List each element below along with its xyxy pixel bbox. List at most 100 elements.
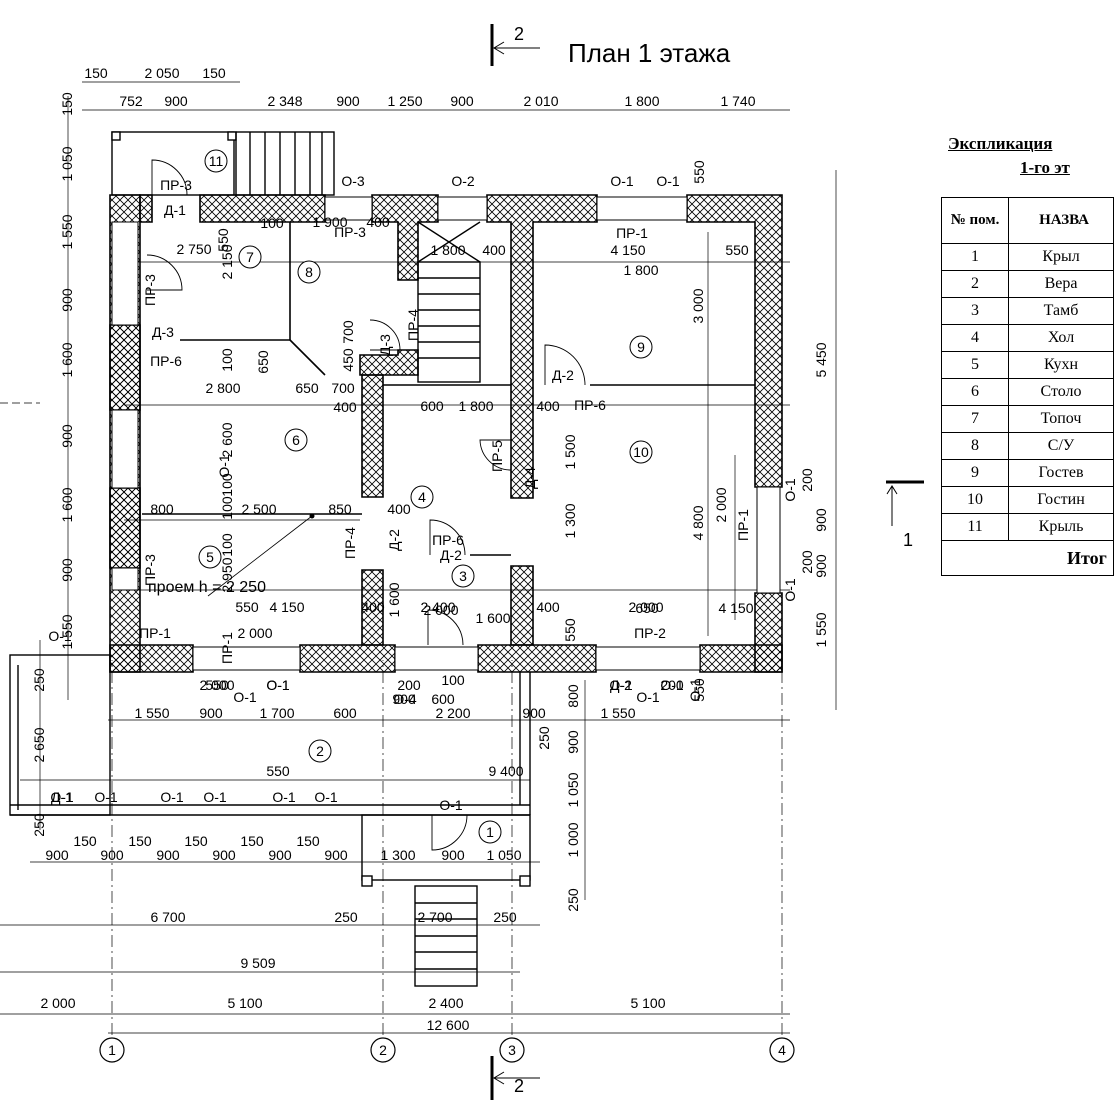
room-name-cell: С/У — [1008, 432, 1114, 460]
plan-label: 100 — [219, 348, 235, 372]
total-row: Итог — [941, 540, 1114, 576]
dimension-label: 150 — [84, 65, 108, 81]
plan-label: ПР-2 — [634, 625, 666, 641]
plan-label: 2 150 — [219, 244, 235, 279]
room-num-cell: 1 — [940, 243, 1010, 271]
room-marker-10 — [629, 440, 653, 464]
dimension-label: 2 650 — [31, 727, 47, 762]
plan-label: 2 400 — [420, 599, 455, 615]
wall-bottom-2 — [299, 644, 396, 673]
plan-label: 550 — [725, 242, 749, 258]
plan-label: О-1 — [50, 789, 74, 805]
plan-label: 100 — [219, 533, 235, 557]
dimension-label: 2 200 — [435, 705, 470, 721]
dimension-label: 9 509 — [240, 955, 275, 971]
dimension-label: 900 — [441, 847, 465, 863]
room-marker-9 — [629, 335, 653, 359]
room-num-cell: 10 — [940, 486, 1010, 514]
room-num-cell: 8 — [940, 432, 1010, 460]
section-mark-side-label: 1 — [903, 530, 913, 550]
room-number-1: 1 — [486, 824, 494, 840]
plan-label: 2 000 — [237, 625, 272, 641]
dimension-label: 1 550 — [600, 705, 635, 721]
room-num-cell: 3 — [940, 297, 1010, 325]
room-marker-4 — [410, 485, 434, 509]
plan-label: ПР-6 — [150, 353, 182, 369]
plan-label: 3 000 — [690, 288, 706, 323]
plan-label: 600 — [431, 691, 455, 707]
dimension-label: 900 — [522, 705, 546, 721]
dimension-label: 900 — [59, 558, 75, 582]
room-name-cell: Топоч — [1008, 405, 1114, 433]
dimension-label: 900 — [450, 93, 474, 109]
axis-label-2: 2 — [379, 1042, 387, 1058]
dimension-label: 250 — [31, 668, 47, 692]
section-mark-top — [490, 24, 540, 66]
dimension-label: 900 — [199, 705, 223, 721]
plan-label: 550 — [235, 599, 259, 615]
plan-label: О-1 — [160, 789, 184, 805]
wall-left-pier-2 — [109, 487, 141, 569]
col-header-name: НАЗВА — [1008, 197, 1114, 244]
door-swing-d3 — [146, 254, 183, 291]
dimension-label: 900 — [156, 847, 180, 863]
plan-label: 2 600 — [219, 422, 235, 457]
plan-label: 550 — [205, 677, 229, 693]
dimension-label: 250 — [334, 909, 358, 925]
plan-label: Д-2 — [386, 529, 402, 551]
plan-label: Д-2 — [552, 367, 574, 383]
plan-label: О-1 — [782, 578, 798, 602]
plan-label: ПР-4 — [342, 527, 358, 559]
plan-label: ПР-1 — [735, 509, 751, 541]
plan-label: 100 — [219, 496, 235, 520]
room-number-2: 2 — [316, 743, 324, 759]
dimension-label: 1 550 — [59, 614, 75, 649]
plan-label: 400 — [366, 214, 390, 230]
plan-label: О-1 — [610, 173, 634, 189]
wall-interior-vert-3 — [510, 565, 534, 646]
door-swing-d3-8 — [369, 319, 401, 351]
axis-bubble-3 — [499, 1037, 525, 1063]
plan-label: О-1 — [609, 677, 633, 693]
plan-label: 2 950 — [219, 557, 235, 592]
plan-label: 4 800 — [690, 505, 706, 540]
dimension-label: 900 — [324, 847, 348, 863]
plan-label: 4 150 — [610, 242, 645, 258]
plan-label: ПР-3 — [334, 224, 366, 240]
plan-label: 800 — [150, 501, 174, 517]
explication-heading-line2: 1-го эт — [1020, 158, 1070, 177]
plan-label: 2 800 — [205, 380, 240, 396]
dimension-label: 200 — [799, 550, 815, 574]
room-number-11: 11 — [209, 153, 224, 169]
wall-top-1 — [139, 194, 153, 223]
dimension-label: 1 550 — [813, 612, 829, 647]
dimension-label: 900 — [565, 730, 581, 754]
plan-label: 200 — [660, 677, 684, 693]
room-number-10: 10 — [633, 444, 649, 460]
porch-outline — [361, 814, 531, 881]
plan-label: Д-1 — [164, 202, 186, 218]
plan-label: О-1 — [656, 173, 680, 189]
axis-label-1: 1 — [108, 1042, 116, 1058]
plan-label: 700 — [340, 320, 356, 344]
plan-label: О-1 — [314, 789, 338, 805]
plan-label: 650 — [635, 600, 659, 616]
door-swing-d2-9 — [544, 344, 586, 386]
room-marker-7 — [238, 245, 262, 269]
dimension-label: 2 010 — [523, 93, 558, 109]
wall-bottom-3 — [477, 644, 597, 673]
plan-label: ПР-3 — [160, 177, 192, 193]
dimension-label: 800 — [565, 684, 581, 708]
plan-label: 1 800 — [430, 242, 465, 258]
room-marker-1 — [478, 820, 502, 844]
dimension-label: 1 050 — [486, 847, 521, 863]
dimension-label: 2 000 — [40, 995, 75, 1011]
dimension-label: 6 700 — [150, 909, 185, 925]
wall-left-pier-1 — [109, 324, 141, 411]
room-name-cell: Крыл — [1008, 243, 1114, 271]
plan-label: О-4 — [393, 691, 417, 707]
section-mark-bottom-label: 2 — [514, 1076, 524, 1096]
